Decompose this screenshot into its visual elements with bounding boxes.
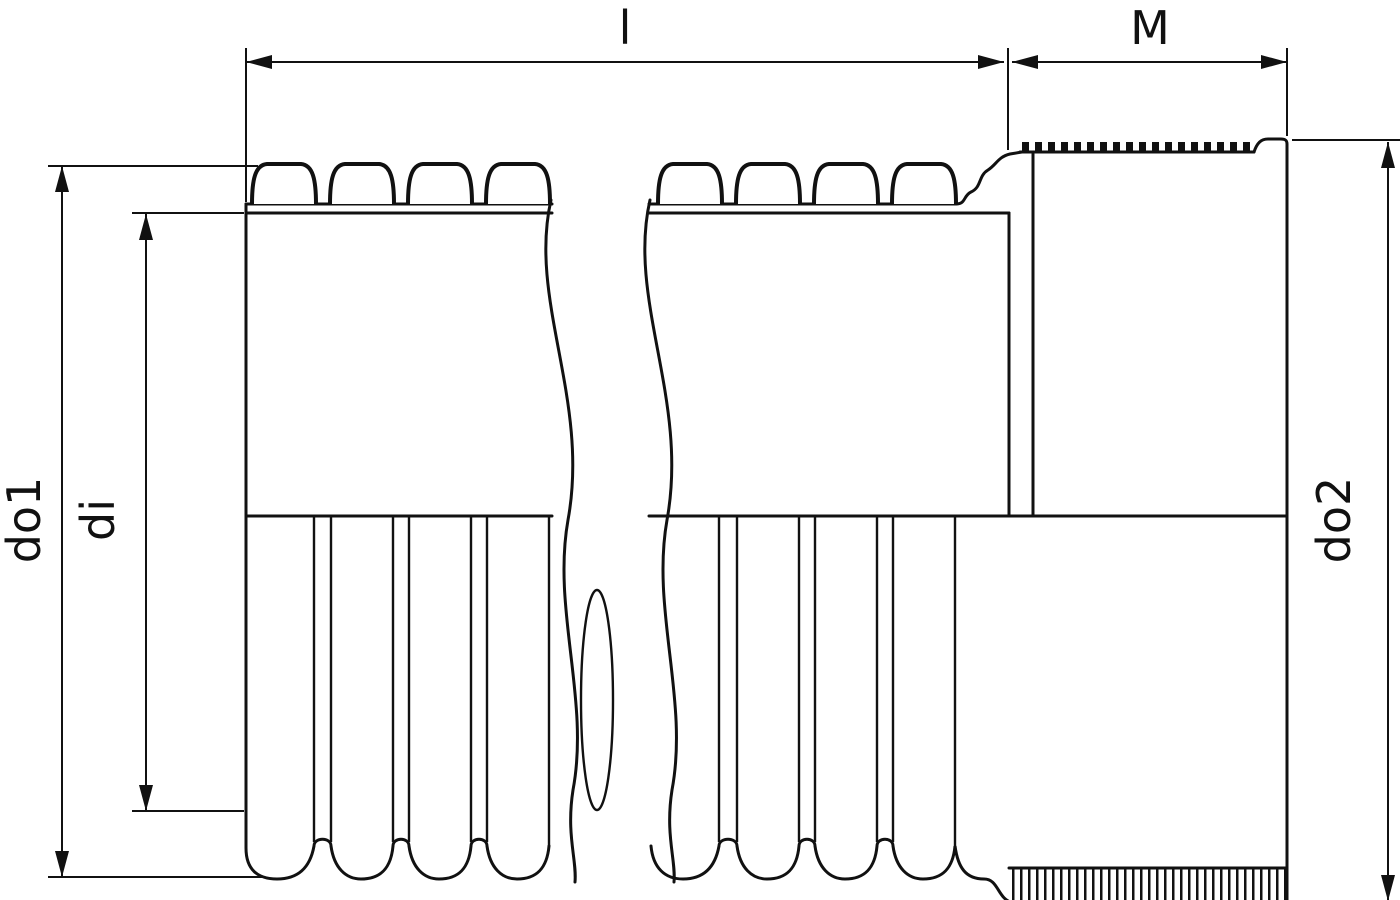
corrugation-crest [734, 162, 802, 205]
arrowhead-top [55, 166, 69, 192]
corrugation-ridge-lines-right [717, 517, 957, 846]
arrowhead-top [1381, 142, 1395, 168]
label-di: di [71, 499, 125, 541]
corrugation-crest [656, 162, 724, 205]
corrugation-ridge-lines-left [312, 517, 551, 846]
socket-top-transition [954, 150, 1024, 206]
arrowhead-bottom [1381, 875, 1395, 900]
dimension-di: di [71, 212, 244, 812]
arrowhead-left [1012, 55, 1038, 69]
break-line-left [544, 198, 579, 884]
corrugation-crest [406, 162, 474, 205]
arrowhead-right [1261, 55, 1287, 69]
dimension-do1: do1 [0, 165, 262, 878]
corrugation-crest [484, 162, 552, 205]
bottom-corrugation-right [649, 837, 1010, 900]
corrugation-crest [812, 162, 880, 205]
label-l: l [619, 1, 632, 55]
label-do1: do1 [0, 477, 51, 564]
corrugation-crest [890, 162, 958, 205]
socket-lip-and-end [1252, 137, 1289, 900]
dimension-m: M [1012, 1, 1288, 136]
corrugation-crest [328, 162, 396, 205]
label-m: M [1130, 1, 1170, 55]
arrowhead-left [246, 55, 272, 69]
bottom-corrugation-left [244, 202, 551, 881]
pipe-drawing [244, 137, 1289, 900]
break-bore-ellipse [579, 588, 615, 812]
arrowhead-bottom [55, 851, 69, 877]
arrowhead-right [978, 55, 1004, 69]
corrugation-crest [250, 162, 318, 205]
dimension-l: l [245, 1, 1009, 202]
arrowhead-bottom [139, 785, 153, 811]
break-line-right [643, 198, 678, 884]
arrowhead-top [139, 214, 153, 240]
dimension-do2: do2 [1292, 139, 1400, 900]
label-do2: do2 [1307, 477, 1361, 564]
